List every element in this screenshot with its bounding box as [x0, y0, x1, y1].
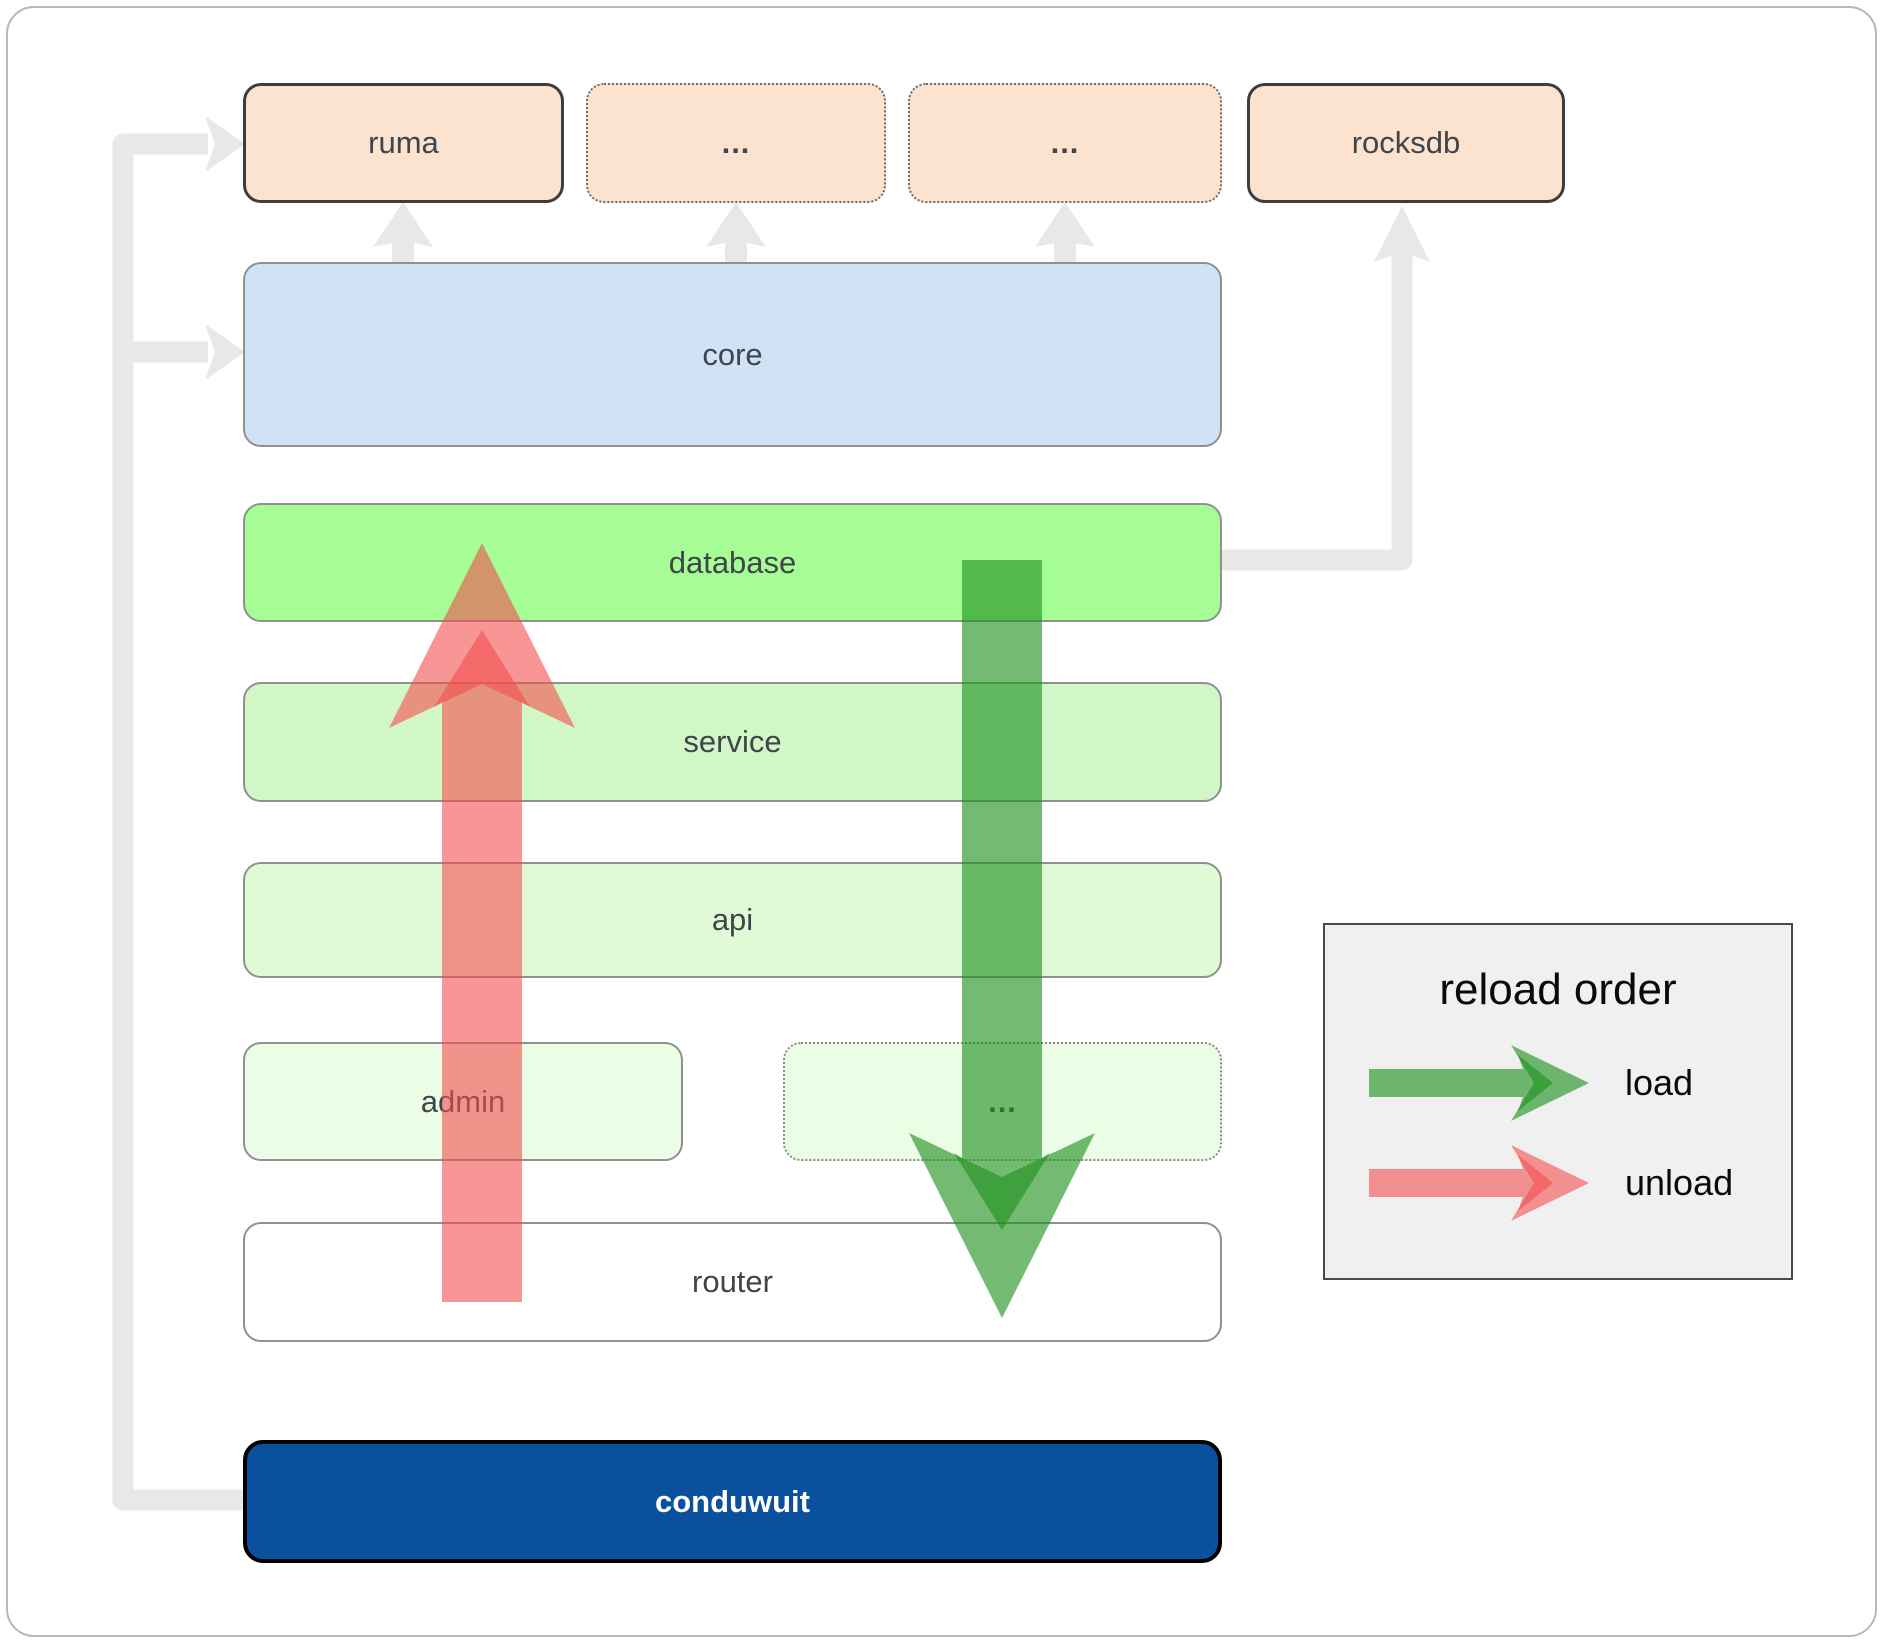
box-core-label: core [702, 336, 763, 372]
box-top-dots-1: ... [586, 83, 886, 203]
box-service-label: service [683, 724, 782, 759]
box-conduwuit-label: conduwuit [655, 1483, 810, 1519]
box-top-dots-1-label: ... [721, 125, 751, 160]
legend-unload-label: unload [1625, 1162, 1734, 1203]
outer-frame [6, 6, 1877, 1637]
legend-unload-arrow-icon [1369, 1145, 1589, 1221]
box-router: router [243, 1222, 1222, 1342]
box-core: core [243, 262, 1222, 447]
box-service: service [243, 682, 1222, 802]
box-ruma: ruma [243, 83, 564, 203]
box-api: api [243, 862, 1222, 978]
box-router-label: router [692, 1264, 773, 1299]
box-admin-label: admin [420, 1083, 506, 1119]
box-database-label: database [668, 544, 797, 580]
box-api-label: api [711, 902, 754, 937]
box-top-dots-2: ... [908, 83, 1222, 203]
legend-load-arrow-icon [1369, 1045, 1589, 1121]
box-database: database [243, 503, 1222, 622]
legend-title: reload order [1439, 965, 1677, 1014]
box-top-dots-2-label: ... [1050, 125, 1080, 160]
box-mid-dots-label: ... [988, 1083, 1017, 1119]
box-rocksdb-label: rocksdb [1351, 125, 1461, 160]
box-admin: admin [243, 1042, 683, 1161]
legend-panel: reload order load unload [1323, 923, 1793, 1280]
box-conduwuit: conduwuit [243, 1440, 1222, 1563]
box-rocksdb: rocksdb [1247, 83, 1565, 203]
box-ruma-label: ruma [368, 125, 439, 160]
legend-load-label: load [1625, 1062, 1694, 1103]
box-mid-dots: ... [783, 1042, 1222, 1161]
